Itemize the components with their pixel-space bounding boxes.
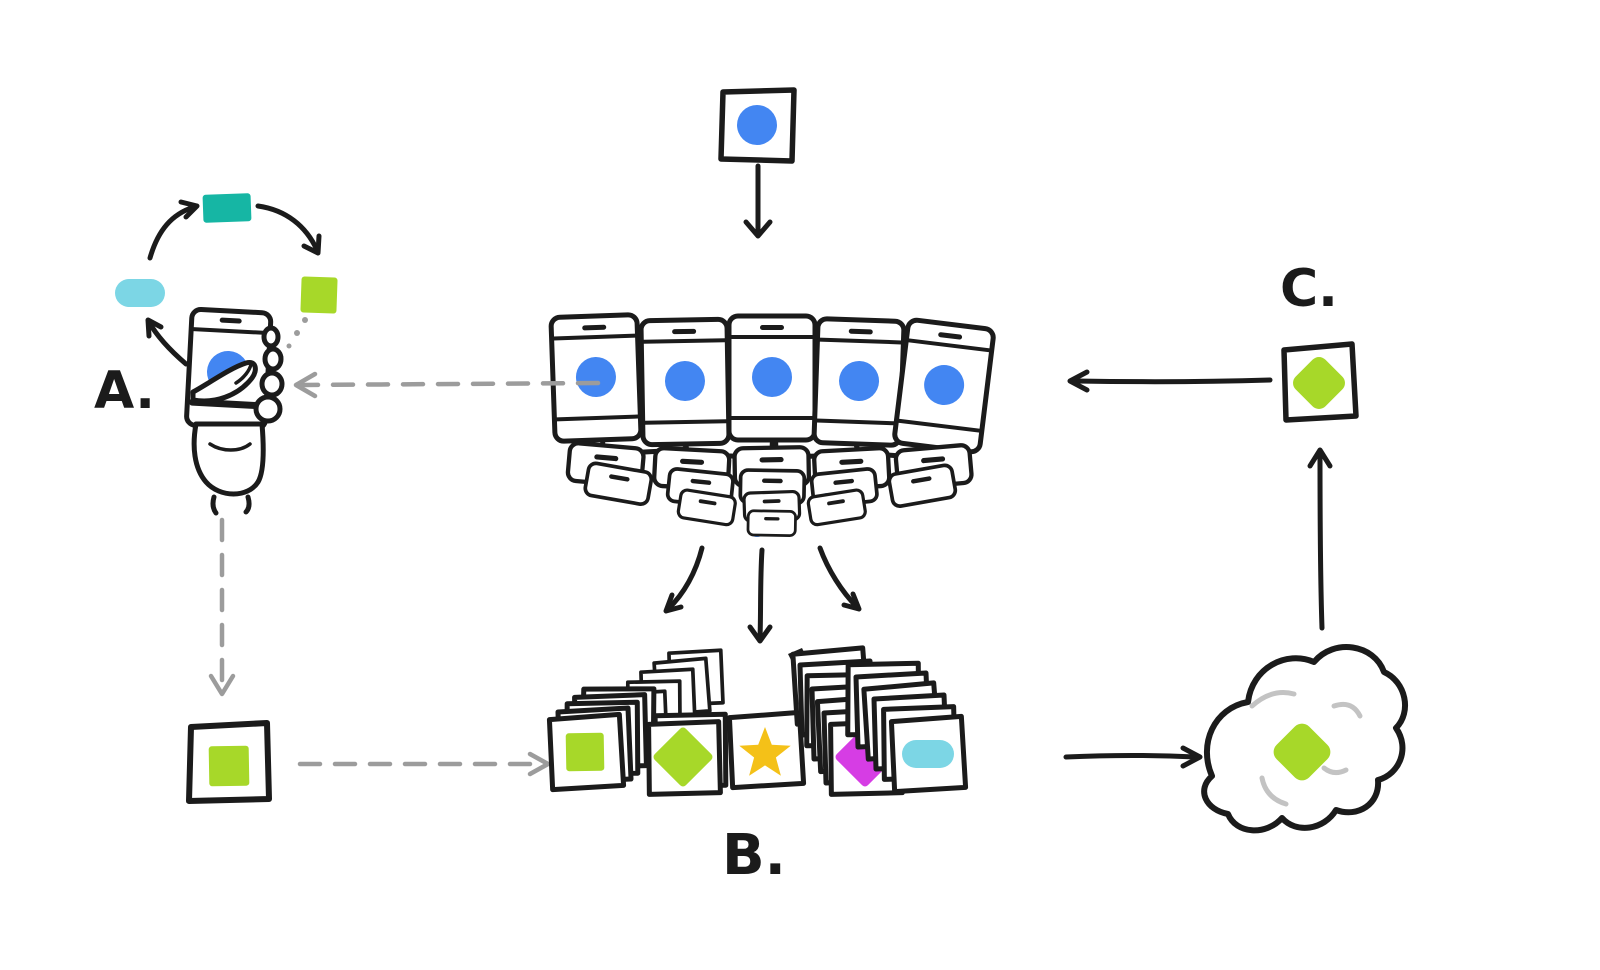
palm-icon: [191, 421, 266, 516]
section-b-updates: B.: [549, 648, 965, 888]
arrows-devices-to-updates-icon: [663, 545, 862, 644]
phone-stack-item: [746, 509, 797, 538]
pill-glyph-icon: [902, 740, 954, 768]
label-a: A.: [94, 361, 155, 421]
fingers-icon: [253, 325, 285, 424]
dashed-arrow-to-device-icon: [293, 371, 601, 399]
dashed-arrow-update-to-collection-icon: [297, 751, 551, 777]
hand-with-phone: [184, 307, 285, 516]
section-a: A.: [94, 193, 338, 516]
phone-to-cycle-arrow-icon: [145, 317, 189, 367]
cyan-weight-pill: [115, 279, 165, 307]
section-c-combined-model: C.: [1280, 259, 1359, 423]
label-c: C.: [1280, 259, 1338, 319]
model-dot-icon: [737, 105, 777, 145]
update-card-star: [729, 712, 803, 787]
cycle-arrow-up-icon: [147, 199, 200, 261]
device-fleet: [551, 315, 994, 538]
cycle-arrow-down-icon: [255, 203, 322, 256]
arrow-cloud-to-model-icon: [1307, 447, 1333, 631]
teal-weight-chip: [202, 193, 252, 223]
thumb-icon: [190, 359, 258, 404]
dashed-arrow-device-to-update-icon: [208, 517, 236, 697]
phone-stack: [567, 443, 972, 538]
phone-front: [641, 319, 729, 444]
update-square-icon: [208, 745, 250, 787]
local-update-node: [186, 720, 272, 804]
update-stack-pill: [846, 661, 966, 792]
phone-front: [729, 316, 815, 440]
arrow-updates-to-cloud-icon: [1063, 745, 1203, 769]
square-glyph-icon: [565, 732, 605, 772]
update-stack-green-diamond: [647, 712, 728, 796]
aggregated-diamond-icon: [1273, 723, 1331, 781]
update-stack-square: [549, 685, 657, 789]
arrow-model-to-devices-icon: [743, 163, 773, 239]
dotted-trail-icon: [278, 317, 308, 360]
green-weight-square: [300, 276, 338, 314]
arrow-model-to-fleet-icon: [1067, 369, 1273, 393]
star-glyph-icon: [739, 727, 791, 776]
label-b: B.: [722, 823, 786, 888]
phone-front: [894, 319, 994, 453]
diamond-glyph-icon: [653, 727, 713, 787]
phone-front: [551, 315, 641, 442]
phone-front: [814, 319, 904, 446]
cloud-aggregator: [1201, 644, 1408, 834]
combined-diamond-icon: [1293, 357, 1345, 409]
initial-model-node: [718, 87, 797, 164]
